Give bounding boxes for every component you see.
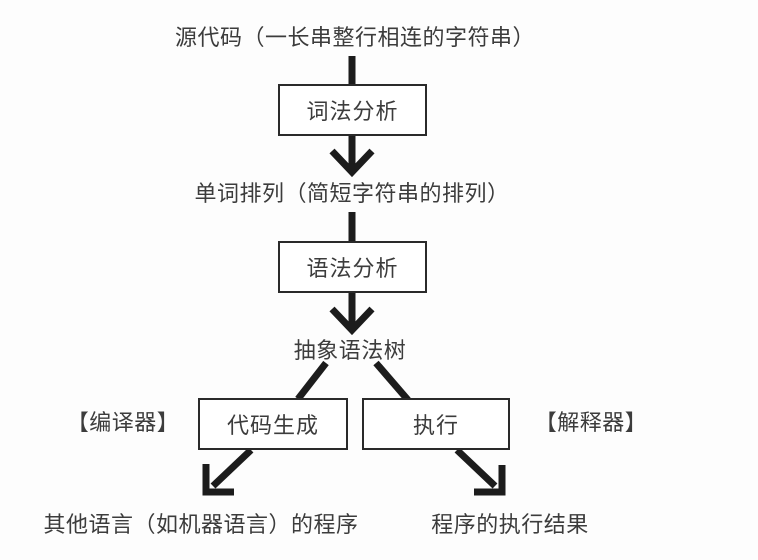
source-code-label: 源代码（一长串整行相连的字符串） xyxy=(174,25,536,50)
code-generation-box: 代码生成 xyxy=(198,398,348,450)
ast-label: 抽象语法树 xyxy=(293,338,407,363)
code-generation-label: 代码生成 xyxy=(226,413,319,438)
execute-label: 执行 xyxy=(412,413,459,438)
token-sequence-label: 单词排列（简短字符串的排列） xyxy=(194,181,510,206)
lexical-analysis-box: 词法分析 xyxy=(278,84,427,136)
syntax-analysis-box: 语法分析 xyxy=(278,241,427,293)
syntax-analysis-label: 语法分析 xyxy=(306,256,399,281)
connector-ast-to-execute xyxy=(373,360,411,403)
arrow-syntax-to-ast-head xyxy=(329,306,375,336)
execute-box: 执行 xyxy=(362,398,510,450)
execution-result-output-label: 程序的执行结果 xyxy=(431,512,589,537)
arrow-lexical-to-tokens-head xyxy=(329,148,375,178)
arrow-codegen-to-output-shaft xyxy=(210,447,254,489)
arrow-execute-to-result-head xyxy=(474,465,506,496)
interpreter-tag-label: 【解释器】 xyxy=(534,410,648,435)
compiled-program-output-label: 其他语言（如机器语言）的程序 xyxy=(43,512,359,537)
arrow-execute-to-result-shaft xyxy=(454,447,498,489)
connector-ast-to-codegen xyxy=(295,360,329,402)
arrow-codegen-to-output-head xyxy=(202,464,234,496)
lexical-analysis-label: 词法分析 xyxy=(306,99,399,124)
compiler-tag-label: 【编译器】 xyxy=(66,410,180,435)
